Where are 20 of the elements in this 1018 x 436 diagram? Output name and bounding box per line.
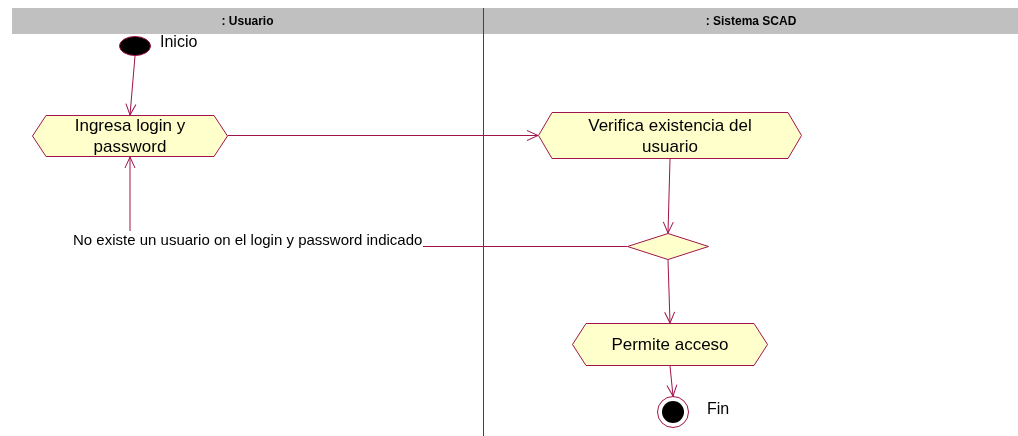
activity-node bbox=[32, 115, 228, 157]
activity-label: Verifica existencia del usuario bbox=[587, 114, 753, 157]
activity-label: Ingresa login y password bbox=[73, 115, 187, 157]
swimlane bbox=[483, 8, 1018, 436]
arrow bbox=[664, 259, 676, 324]
activity-node bbox=[538, 112, 802, 159]
lane-header: : Usuario bbox=[221, 14, 274, 28]
arrow bbox=[227, 130, 539, 141]
initial-node bbox=[119, 36, 151, 56]
activity-node bbox=[572, 323, 768, 366]
decision-diamond bbox=[627, 233, 709, 260]
lane-header: : Sistema SCAD bbox=[705, 14, 797, 28]
arrow bbox=[125, 55, 137, 116]
edge-label: No existe un usuario on el login y password indicado bbox=[72, 231, 424, 248]
final-node bbox=[657, 396, 689, 428]
arrow bbox=[666, 365, 678, 397]
activity-label: Permite acceso bbox=[611, 334, 729, 355]
arrow bbox=[662, 158, 674, 234]
node-caption: Inicio bbox=[160, 33, 198, 51]
node-caption: Fin bbox=[707, 400, 730, 418]
